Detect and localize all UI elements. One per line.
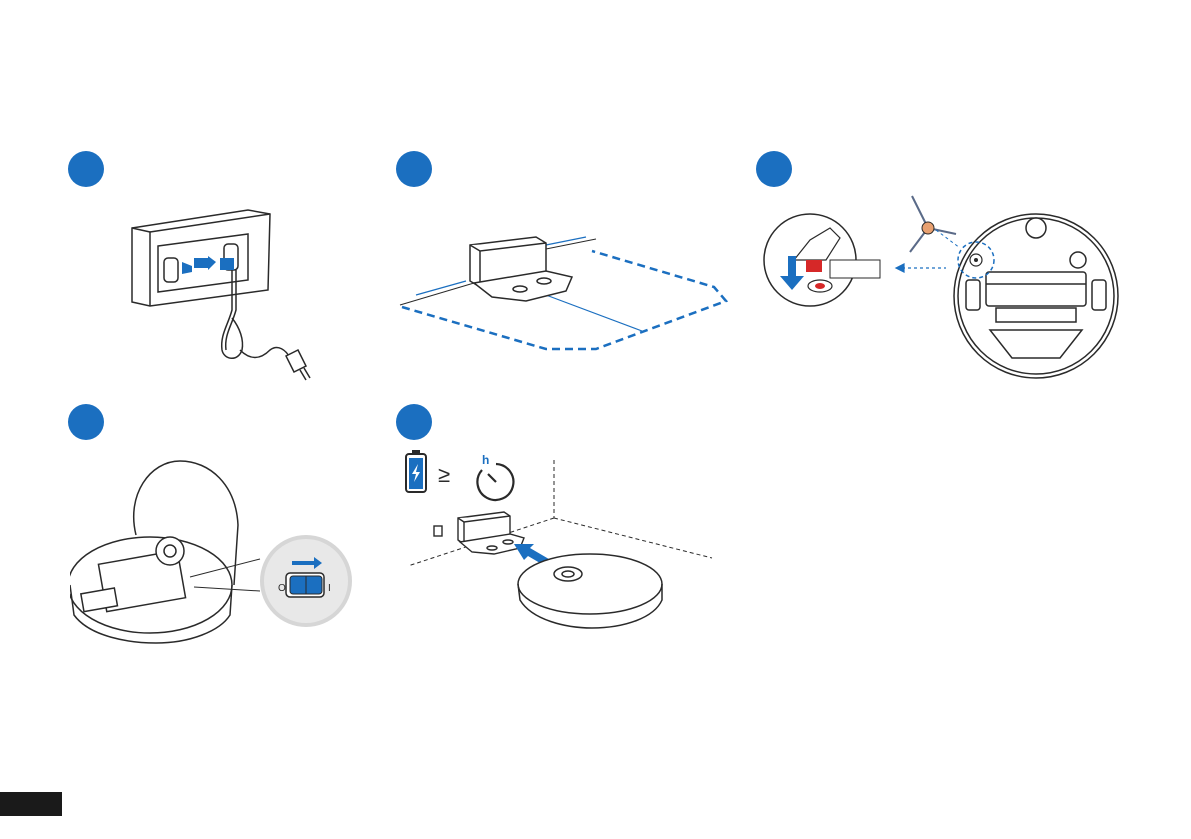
- side-brush-install-panel: [760, 190, 1120, 385]
- step-3-badge: [756, 151, 792, 187]
- power-switch-icon: [260, 535, 352, 627]
- room-corner-lines: [408, 460, 712, 566]
- dock-icon: [434, 512, 524, 554]
- side-brush-icon: [910, 196, 956, 252]
- dock-power-cable-panel: [120, 200, 320, 400]
- robot-bottom-icon: [954, 214, 1118, 378]
- step-4-badge: [68, 404, 104, 440]
- step-5-badge: [396, 404, 432, 440]
- switch-off-symbol: O: [278, 583, 286, 594]
- footer-page-tab: [0, 792, 62, 816]
- zoom-pointer: [896, 264, 946, 272]
- step-1-badge: [68, 151, 104, 187]
- power-switch-panel: O I: [70, 455, 370, 650]
- ge-symbol: ≥: [438, 462, 450, 487]
- hour-symbol: h: [482, 453, 489, 467]
- brush-socket-zoom: [764, 214, 880, 306]
- robot-open-lid-icon: [70, 461, 238, 643]
- dock-placement-panel: [396, 225, 736, 360]
- battery-charge-icon: [406, 450, 426, 492]
- robot-icon: [518, 554, 662, 628]
- clearance-area-icon: [402, 251, 726, 349]
- timer-icon: [477, 464, 513, 500]
- step-2-badge: [396, 151, 432, 187]
- charge-on-dock-panel: ≥ h: [396, 450, 726, 645]
- switch-on-symbol: I: [328, 583, 331, 594]
- plug-icon: [286, 350, 310, 380]
